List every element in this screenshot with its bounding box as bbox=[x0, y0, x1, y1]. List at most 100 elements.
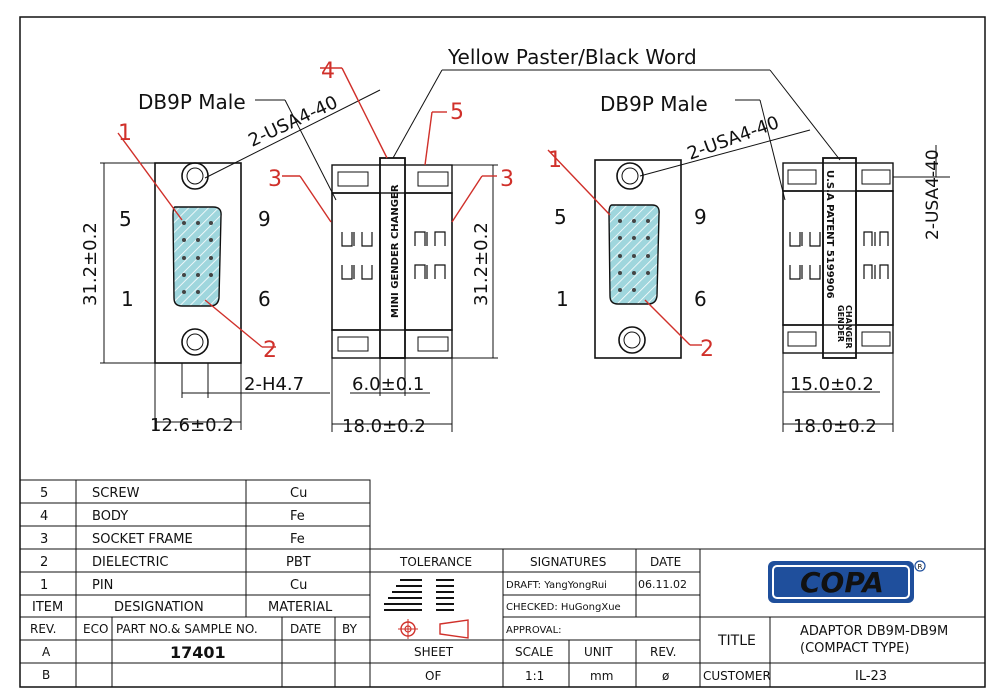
tolerance-header: TOLERANCE bbox=[399, 555, 472, 569]
right-side-view bbox=[735, 99, 950, 432]
right-callout-1: 1 bbox=[548, 148, 562, 173]
copa-logo: COPA R bbox=[768, 560, 926, 603]
signatures-header: SIGNATURES bbox=[530, 555, 606, 569]
right-thread-vertical: 2-USA4-40 bbox=[923, 149, 943, 240]
right-front-view bbox=[547, 129, 811, 359]
svg-text:R: R bbox=[918, 563, 923, 571]
left-height-dim: 31.2±0.2 bbox=[80, 222, 101, 306]
patent-line-2: GENDER bbox=[836, 305, 845, 342]
bom-header-designation: DESIGNATION bbox=[114, 600, 204, 615]
projection-symbol-icon bbox=[398, 619, 469, 639]
bom-item: 1 bbox=[40, 578, 48, 593]
rev-row-b: B bbox=[42, 668, 50, 682]
left-hole-label: 2-H4.7 bbox=[244, 374, 304, 395]
bom-designation: PIN bbox=[92, 578, 113, 593]
mount-hole-icon bbox=[618, 326, 646, 354]
title-block bbox=[369, 548, 986, 688]
rev-header-rev: REV. bbox=[30, 622, 56, 636]
left-width-dim: 12.6±0.2 bbox=[150, 415, 234, 436]
bom-designation: SOCKET FRAME bbox=[92, 532, 193, 547]
part-number: 17401 bbox=[170, 643, 226, 662]
mid-callout-4: 4 bbox=[321, 59, 335, 84]
left-callout-1: 1 bbox=[118, 121, 132, 146]
right-callout-2: 2 bbox=[700, 337, 714, 362]
gender-changer-body bbox=[379, 157, 406, 359]
unit-value: mm bbox=[590, 669, 613, 683]
mid-inner-dim: 6.0±0.1 bbox=[352, 374, 424, 395]
mid-height-dim: 31.2±0.2 bbox=[471, 222, 492, 306]
body-vertical-label: MINI GENDER CHANGER bbox=[390, 184, 401, 318]
left-pin-nine: 9 bbox=[258, 207, 271, 231]
left-front-view bbox=[100, 89, 381, 430]
bom-material: Cu bbox=[290, 578, 307, 593]
rev-row-a: A bbox=[42, 645, 51, 659]
right-thread-label: 2-USA4-40 bbox=[685, 112, 782, 165]
right-pin-six: 6 bbox=[694, 287, 707, 311]
bom-item: 5 bbox=[40, 486, 48, 501]
bom-item: 3 bbox=[40, 532, 48, 547]
bom-material: Cu bbox=[290, 486, 307, 501]
bom-designation: DIELECTRIC bbox=[92, 555, 168, 570]
rev-header-eco: ECO bbox=[83, 622, 108, 636]
left-pin-five: 5 bbox=[119, 207, 132, 231]
bom-table bbox=[19, 479, 371, 618]
middle-side-view bbox=[282, 67, 841, 432]
left-pin-one: 1 bbox=[121, 287, 134, 311]
rev-label: REV. bbox=[650, 645, 676, 659]
left-thread-label: 2-USA4-40 bbox=[245, 92, 341, 152]
sheet-label: SHEET bbox=[414, 645, 454, 659]
right-pin-five: 5 bbox=[554, 205, 567, 229]
scale-value: 1:1 bbox=[525, 669, 544, 683]
mount-hole-icon bbox=[181, 162, 209, 190]
mount-hole-icon bbox=[616, 162, 644, 190]
bom-material: PBT bbox=[286, 555, 311, 570]
checked-signature: CHECKED: HuGongXue bbox=[506, 602, 621, 613]
customer-value: IL-23 bbox=[855, 669, 887, 684]
title-line-1: ADAPTOR DB9M-DB9M bbox=[800, 624, 948, 639]
approval-label: APPROVAL: bbox=[506, 625, 562, 636]
top-note: Yellow Paster/Black Word bbox=[447, 45, 697, 69]
bom-designation: SCREW bbox=[92, 486, 140, 501]
date-header: DATE bbox=[650, 555, 681, 569]
bom-header-material: MATERIAL bbox=[268, 600, 333, 615]
patent-line-3: CHANGER bbox=[844, 305, 853, 349]
right-pin-one: 1 bbox=[556, 287, 569, 311]
mount-hole-icon bbox=[181, 328, 209, 356]
sheet-value: OF bbox=[425, 669, 441, 683]
left-pin-six: 6 bbox=[258, 287, 271, 311]
bom-item: 2 bbox=[40, 555, 48, 570]
scale-label: SCALE bbox=[515, 645, 553, 659]
bom-header-item: ITEM bbox=[32, 600, 63, 615]
patent-line-1: U.S.A PATENT 5199906 bbox=[824, 170, 835, 299]
right-pin-nine: 9 bbox=[694, 205, 707, 229]
title-block-text: TOLERANCE SIGNATURES DATE DRAFT: YangYon… bbox=[399, 555, 948, 684]
bom-rows: 5 SCREW Cu 4 BODY Fe 3 SOCKET FRAME Fe 2… bbox=[32, 486, 333, 615]
rev-value: ø bbox=[662, 669, 669, 683]
mid-callout-3-left: 3 bbox=[268, 167, 282, 192]
left-part-label: DB9P Male bbox=[138, 90, 246, 114]
left-callout-2: 2 bbox=[263, 338, 277, 363]
rev-header-part: PART NO.& SAMPLE NO. bbox=[116, 622, 258, 636]
unit-label: UNIT bbox=[584, 645, 613, 659]
mid-outer-dim: 18.0±0.2 bbox=[342, 416, 426, 437]
mid-callout-3-right: 3 bbox=[500, 167, 514, 192]
bom-item: 4 bbox=[40, 509, 48, 524]
right-outer-dim: 18.0±0.2 bbox=[793, 416, 877, 437]
bom-material: Fe bbox=[290, 509, 305, 524]
draft-date: 06.11.02 bbox=[638, 578, 687, 591]
title-label: TITLE bbox=[717, 633, 756, 649]
logo-text: COPA bbox=[800, 566, 884, 599]
tolerance-table-icon bbox=[384, 579, 454, 611]
mid-callout-5: 5 bbox=[450, 100, 464, 125]
title-line-2: (COMPACT TYPE) bbox=[800, 641, 909, 656]
customer-label: CUSTOMER bbox=[703, 669, 771, 683]
rev-header-date: DATE bbox=[290, 622, 321, 636]
bom-designation: BODY bbox=[92, 509, 128, 524]
rev-header-by: BY bbox=[342, 622, 358, 636]
right-inner-dim: 15.0±0.2 bbox=[790, 374, 874, 395]
right-part-label: DB9P Male bbox=[600, 92, 708, 116]
bom-material: Fe bbox=[290, 532, 305, 547]
draft-signature: DRAFT: YangYongRui bbox=[506, 580, 607, 591]
revision-rows: REV. ECO PART NO.& SAMPLE NO. DATE BY A … bbox=[30, 622, 358, 682]
